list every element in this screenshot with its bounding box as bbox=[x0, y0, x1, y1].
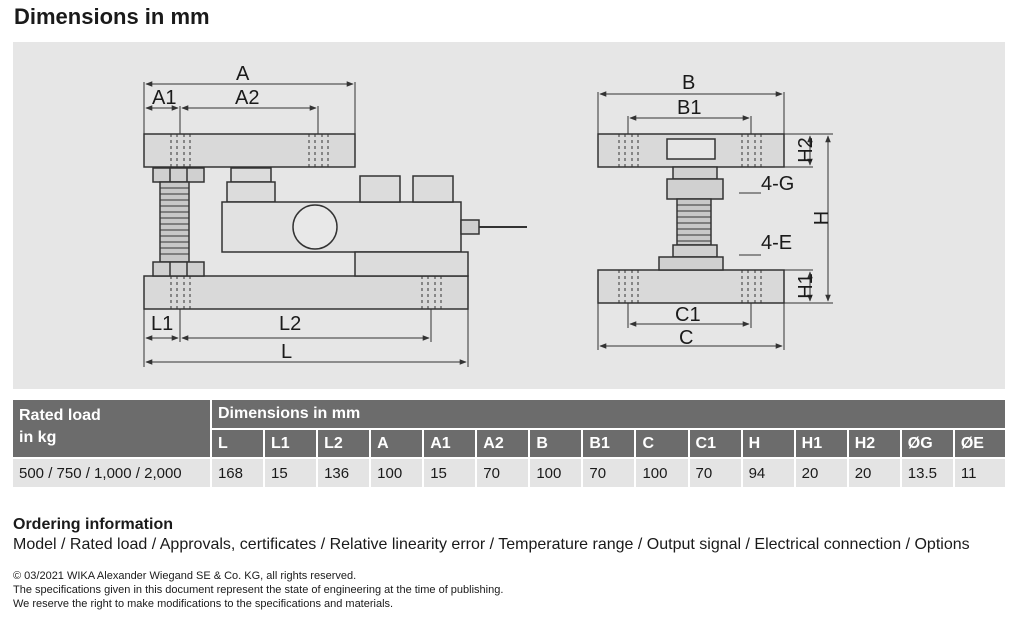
label-B1: B1 bbox=[677, 97, 701, 119]
cell-B: 100 bbox=[529, 458, 584, 487]
label-L1: L1 bbox=[151, 313, 173, 335]
label-C: C bbox=[679, 327, 693, 349]
ordering-information-text: Model / Rated load / Approvals, certific… bbox=[13, 536, 970, 553]
side-view-dimensions bbox=[143, 81, 469, 367]
end-bottom-plate bbox=[597, 269, 785, 304]
end-view bbox=[597, 133, 785, 304]
top-plate bbox=[143, 133, 356, 168]
col-header-L1: L1 bbox=[264, 429, 319, 459]
side-view bbox=[143, 133, 527, 310]
ordering-information-title: Ordering information bbox=[13, 516, 173, 533]
cell-L1: 15 bbox=[264, 458, 319, 487]
label-A: A bbox=[236, 63, 250, 85]
rated-load-header-line1: Rated load bbox=[19, 407, 101, 424]
dimension-drawing: A A1 A2 L1 L2 L bbox=[13, 42, 1005, 389]
col-header-C1: C1 bbox=[688, 429, 743, 459]
label-B: B bbox=[682, 72, 695, 94]
rated-load-header-line2: in kg bbox=[19, 429, 57, 446]
label-4-E: 4-E bbox=[761, 232, 792, 254]
label-A1: A1 bbox=[152, 87, 176, 109]
page-title: Dimensions in mm bbox=[14, 4, 210, 29]
cell-H: 94 bbox=[741, 458, 796, 487]
dimensions-header: Dimensions in mm bbox=[210, 400, 1005, 430]
cell-A2: 70 bbox=[476, 458, 531, 487]
footer-modifications-note: We reserve the right to make modificatio… bbox=[13, 598, 394, 610]
col-header-G: ØG bbox=[900, 429, 955, 459]
rated-load-header: Rated load in kg bbox=[13, 400, 212, 459]
label-A2: A2 bbox=[235, 87, 259, 109]
col-header-A1: A1 bbox=[423, 429, 478, 459]
cell-A: 100 bbox=[370, 458, 425, 487]
col-header-L: L bbox=[210, 429, 266, 459]
col-header-B1: B1 bbox=[582, 429, 637, 459]
dimensions-table: Rated load in kg Dimensions in mm L L1 L… bbox=[13, 400, 1005, 487]
col-header-E: ØE bbox=[953, 429, 1005, 459]
col-header-H: H bbox=[741, 429, 796, 459]
cell-L: 168 bbox=[210, 458, 266, 487]
label-4-G: 4-G bbox=[761, 173, 794, 195]
cell-C1: 70 bbox=[688, 458, 743, 487]
footer-copyright: © 03/2021 WIKA Alexander Wiegand SE & Co… bbox=[13, 570, 357, 582]
col-header-H2: H2 bbox=[847, 429, 902, 459]
label-H2: H2 bbox=[795, 137, 817, 163]
label-H1: H1 bbox=[795, 273, 817, 299]
label-H: H bbox=[811, 211, 833, 225]
cell-H1: 20 bbox=[794, 458, 849, 487]
end-view-dimensions bbox=[597, 91, 833, 350]
cell-B1: 70 bbox=[582, 458, 637, 487]
cell-C: 100 bbox=[635, 458, 690, 487]
footer-specifications-note: The specifications given in this documen… bbox=[13, 584, 504, 596]
cell-H2: 20 bbox=[847, 458, 902, 487]
col-header-L2: L2 bbox=[317, 429, 372, 459]
col-header-H1: H1 bbox=[794, 429, 849, 459]
cell-E: 11 bbox=[953, 458, 1005, 487]
table-row: 500 / 750 / 1,000 / 2,000 168 15 136 100… bbox=[13, 458, 1005, 487]
label-L2: L2 bbox=[279, 313, 301, 335]
col-header-C: C bbox=[635, 429, 690, 459]
footer: © 03/2021 WIKA Alexander Wiegand SE & Co… bbox=[13, 569, 503, 611]
col-header-B: B bbox=[529, 429, 584, 459]
label-C1: C1 bbox=[675, 304, 701, 326]
label-L: L bbox=[281, 341, 292, 363]
cell-L2: 136 bbox=[317, 458, 372, 487]
cell-rated-load: 500 / 750 / 1,000 / 2,000 bbox=[13, 458, 212, 487]
cell-G: 13.5 bbox=[900, 458, 955, 487]
bottom-plate bbox=[143, 275, 469, 310]
cell-A1: 15 bbox=[423, 458, 478, 487]
col-header-A: A bbox=[370, 429, 425, 459]
col-header-A2: A2 bbox=[476, 429, 531, 459]
technical-drawing-svg: A A1 A2 L1 L2 L bbox=[143, 63, 833, 367]
